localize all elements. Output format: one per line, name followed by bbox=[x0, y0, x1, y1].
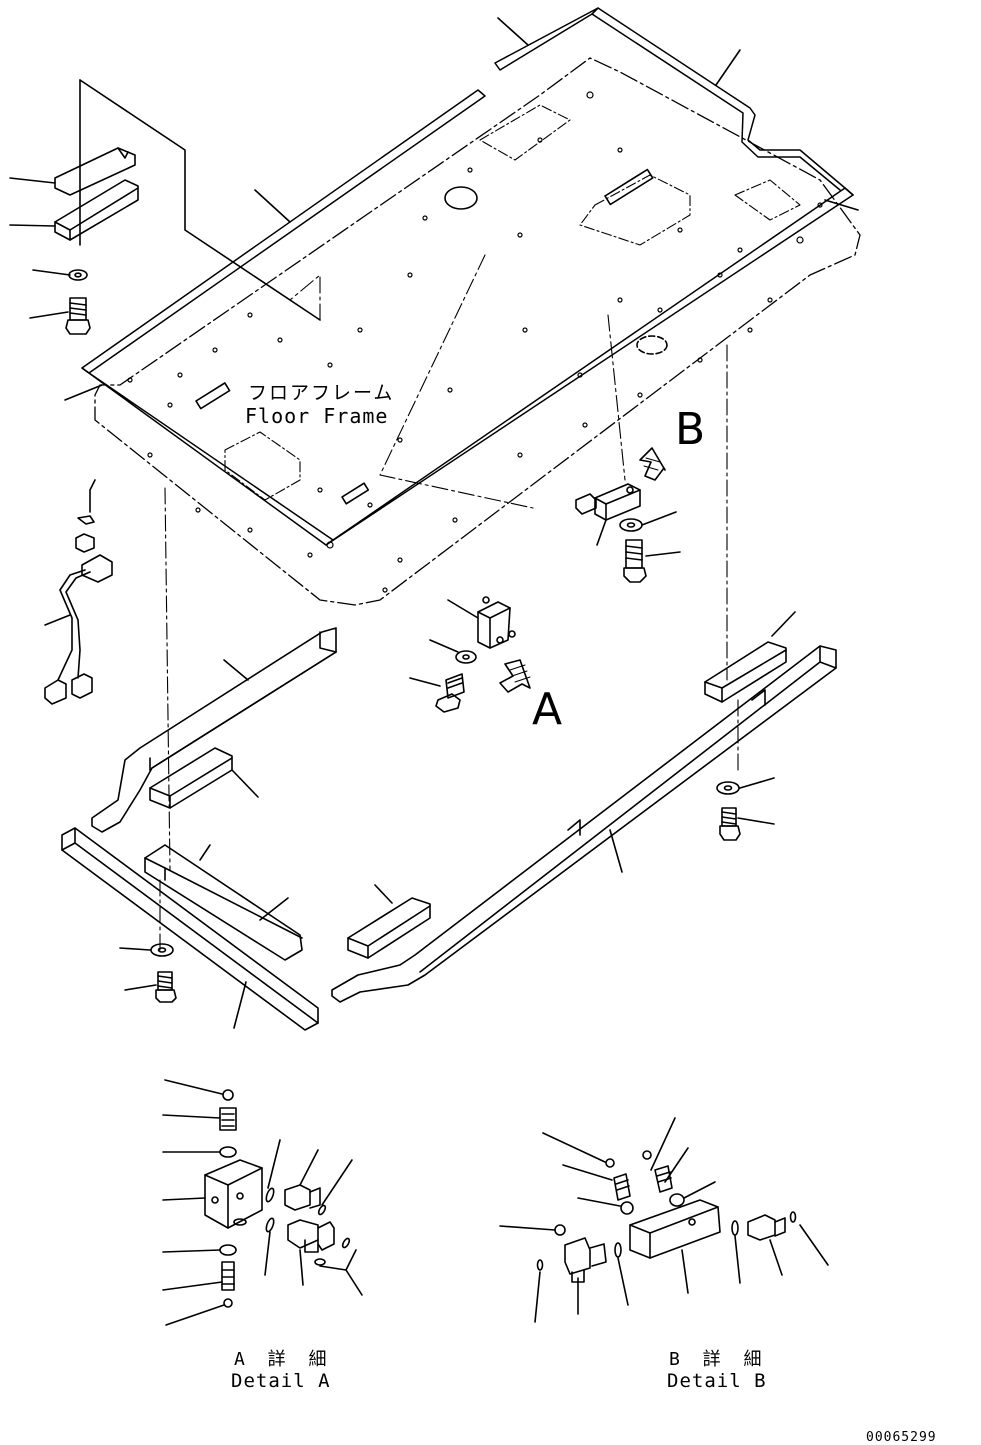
floor-plate bbox=[94, 57, 861, 606]
view-marker-a: A bbox=[532, 684, 563, 735]
detail-a-label: Detail A bbox=[231, 1370, 331, 1392]
floor-frame-label-jp: フロアフレーム bbox=[248, 382, 395, 404]
right-side-rail bbox=[331, 645, 837, 1003]
floor-frame-label: Floor Frame bbox=[245, 404, 389, 428]
left-mid-bracket bbox=[149, 747, 259, 809]
frame-leaders bbox=[254, 17, 859, 223]
detail-b-drawing bbox=[499, 1117, 829, 1323]
wire-harness bbox=[44, 479, 113, 705]
view-marker-b: B bbox=[675, 404, 706, 455]
top-left-bracket-stack bbox=[9, 79, 321, 401]
right-rear-bracket bbox=[704, 611, 796, 841]
detail-a-label-jp: A 詳 細 bbox=[234, 1349, 333, 1370]
detail-a-drawing bbox=[162, 1079, 363, 1326]
detail-b-label: Detail B bbox=[667, 1370, 767, 1392]
drawing-number: 00065299 bbox=[866, 1430, 937, 1445]
valve-b-assembly bbox=[575, 447, 681, 583]
right-front-bracket bbox=[347, 884, 431, 959]
assembly-guide-lines bbox=[159, 254, 739, 951]
front-left-bracket bbox=[119, 844, 303, 1003]
left-side-rail bbox=[91, 627, 337, 833]
detail-b-label-jp: B 詳 細 bbox=[669, 1349, 768, 1370]
front-cross-bar bbox=[61, 827, 319, 1031]
floor-edge-seal bbox=[81, 7, 854, 546]
valve-a-assembly bbox=[409, 596, 531, 713]
